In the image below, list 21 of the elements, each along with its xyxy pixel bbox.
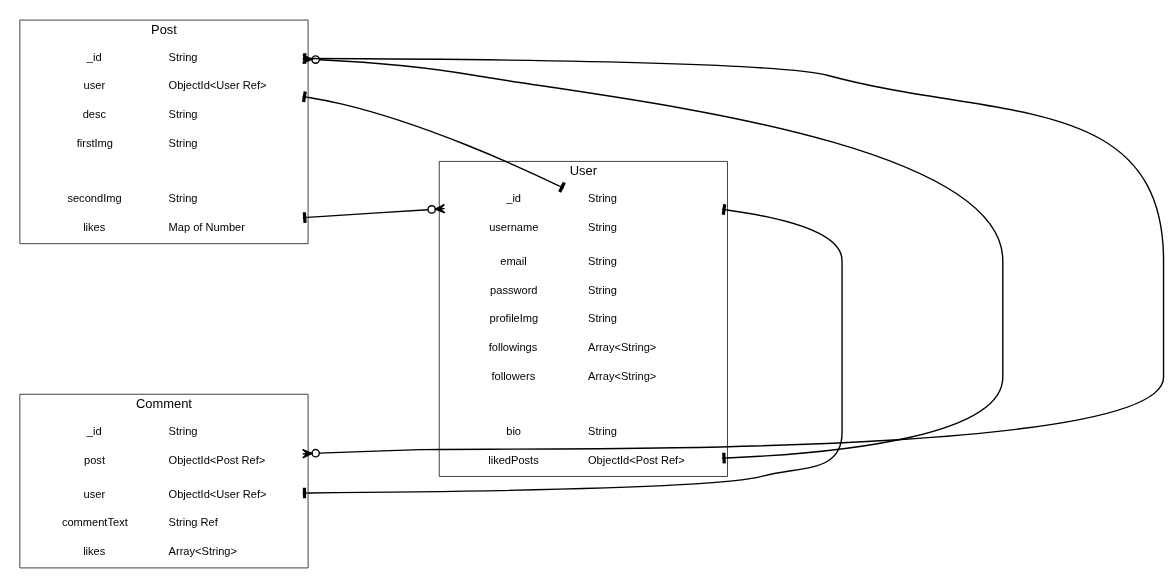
node-text: likes Array<String>: [83, 544, 237, 557]
node-text: firstImg String: [76, 136, 198, 149]
node-text: _id String: [506, 191, 617, 204]
node-text: secondImg String: [67, 191, 198, 204]
node-text: commentText String Ref: [61, 515, 218, 528]
node-text: username String: [489, 220, 617, 233]
connector: [301, 90, 566, 193]
node-text: followings Array<String>: [488, 340, 657, 353]
node-text: bio String: [506, 424, 617, 437]
node-text: password String: [490, 283, 617, 296]
node-text: likedPosts ObjectId<Post Ref>: [488, 453, 685, 466]
node-text: email String: [500, 254, 617, 267]
node-text: post ObjectId<Post Ref>: [84, 453, 266, 466]
node-text: profileImg String: [489, 311, 617, 324]
node-text: likes Map of Number: [83, 220, 245, 233]
node-text: user ObjectId<User Ref>: [83, 487, 267, 500]
node-text: user ObjectId<User Ref>: [83, 78, 267, 91]
node-text: desc String: [82, 107, 198, 120]
node-text: _id String: [86, 424, 198, 437]
node-text: followers Array<String>: [491, 369, 657, 382]
node-text: _id String: [86, 50, 198, 63]
